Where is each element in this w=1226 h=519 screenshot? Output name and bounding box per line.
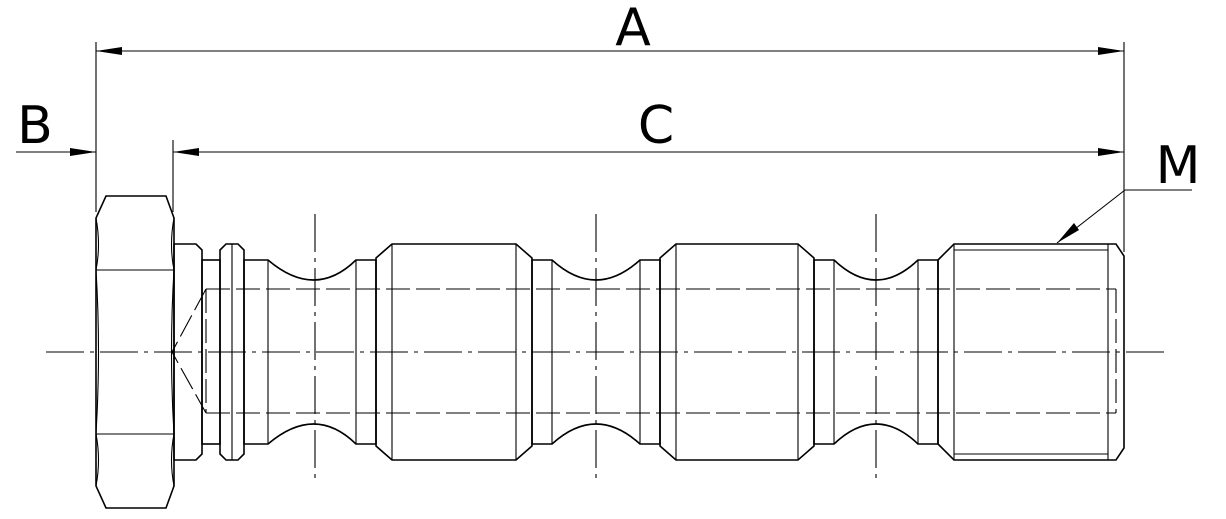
dimension-c: C — [172, 96, 1124, 212]
dimension-b: B — [16, 96, 96, 156]
arrowhead-c-right — [1098, 148, 1124, 156]
land-1 — [375, 243, 533, 461]
groove-ring — [219, 243, 245, 461]
label-b: B — [17, 96, 53, 156]
arrowhead-a-right — [1098, 47, 1124, 55]
hidden-bore — [171, 288, 1117, 414]
shank — [243, 243, 1125, 461]
label-m: M — [1156, 136, 1201, 196]
dimension-a: A — [95, 0, 1125, 252]
label-c: C — [638, 96, 674, 156]
arrowhead-c-left — [173, 148, 199, 156]
cross-hole-centers — [314, 214, 877, 480]
arrowhead-m — [1057, 223, 1079, 243]
land-2 — [659, 243, 815, 461]
collar-outline — [173, 243, 203, 461]
arrowhead-b — [70, 148, 96, 156]
leader-m: M — [1056, 136, 1201, 244]
threaded-end — [937, 243, 1125, 461]
hex-outline — [95, 195, 175, 509]
label-a: A — [615, 0, 651, 58]
arrowhead-a-left — [96, 47, 122, 55]
collar — [173, 243, 245, 461]
bore-drill-point — [171, 288, 207, 414]
